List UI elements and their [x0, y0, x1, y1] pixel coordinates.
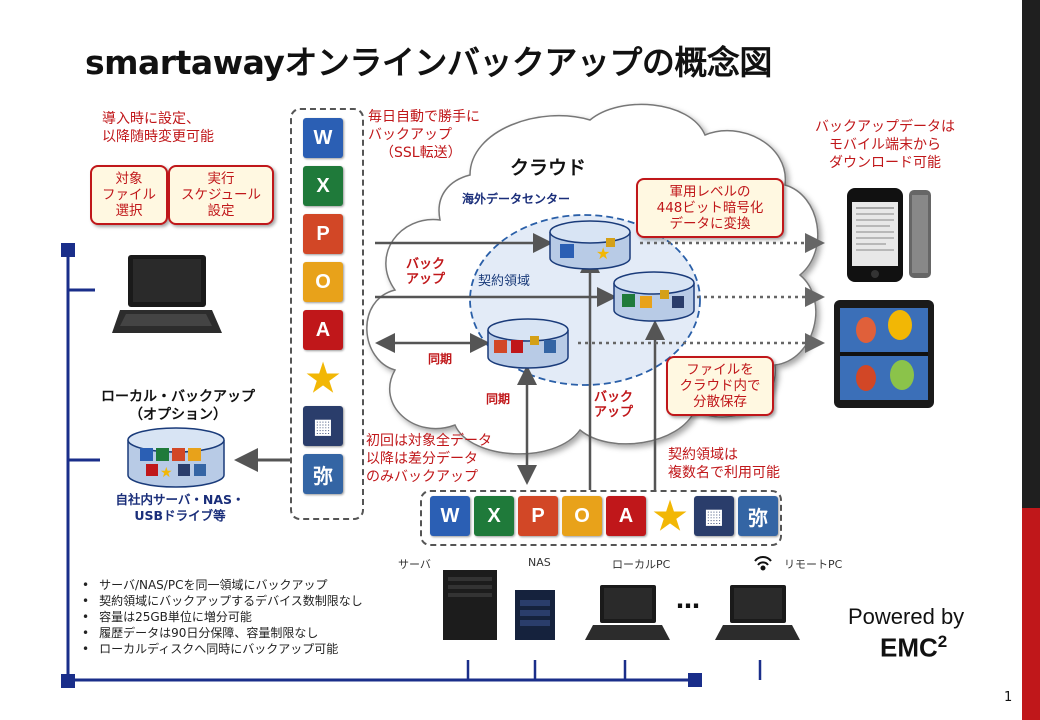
local-pc-illustration — [585, 585, 670, 640]
local-pc-label: ローカルPC — [612, 558, 671, 571]
svg-text:★: ★ — [160, 465, 173, 481]
accounting-software-icon: 弥 — [303, 454, 343, 494]
storage-cylinder-3 — [487, 318, 569, 369]
remote-pc-label: リモートPC — [784, 558, 843, 571]
callout-distributed: ファイルをクラウド内で分散保存 — [666, 356, 774, 416]
powerpoint-icon: P — [303, 214, 343, 254]
accounting-software-icon: 弥 — [738, 496, 778, 536]
star-icon: ★ — [305, 357, 341, 400]
backup-label-left: バックアップ — [406, 257, 446, 287]
app-row-box — [420, 490, 782, 546]
laptop-illustration — [112, 255, 222, 333]
callout-target-files: 対象ファイル選択 — [90, 165, 168, 225]
remote-pc-illustration — [715, 585, 800, 640]
list-item: 履歴データは90日分保障、容量制限なし — [82, 625, 363, 641]
local-backup-cylinder: ★ — [127, 427, 225, 488]
sync-label-bottom: 同期 — [486, 392, 511, 406]
outlook-icon: O — [562, 496, 602, 536]
storage-cylinder-1: ★ — [549, 220, 631, 270]
more-devices-ellipsis: … — [676, 586, 700, 614]
excel-icon: X — [474, 496, 514, 536]
pdf-icon: A — [606, 496, 646, 536]
video-icon: ▦ — [303, 406, 343, 446]
outlook-icon: O — [303, 262, 343, 302]
page-title: smartawayオンラインバックアップの概念図 — [85, 43, 772, 82]
auto-backup-note: 毎日自動で勝手にバックアップ（SSL転送） — [368, 109, 480, 161]
right-edge-bar — [1022, 0, 1040, 720]
local-backup-title: ローカル・バックアップ（オプション） — [101, 389, 255, 423]
list-item: 容量は25GB単位に増分可能 — [82, 609, 363, 625]
setup-note: 導入時に設定、以降随時変更可能 — [102, 111, 214, 145]
storage-cylinder-2 — [613, 271, 695, 322]
list-item: ローカルディスクへ同時にバックアップ可能 — [82, 641, 363, 657]
pdf-icon: A — [303, 310, 343, 350]
app-list-box — [290, 108, 364, 520]
brand-logo: EMC2 — [880, 632, 948, 663]
multi-user-note: 契約領域は複数名で利用可能 — [668, 447, 780, 481]
svg-text:★: ★ — [596, 244, 610, 263]
excel-icon: X — [303, 166, 343, 206]
datacenter-label: 海外データセンター — [462, 192, 571, 206]
tablet-illustration — [834, 300, 934, 408]
sync-label-left: 同期 — [428, 352, 453, 366]
star-icon: ★ — [652, 495, 688, 538]
callout-schedule: 実行スケジュール設定 — [168, 165, 274, 225]
word-icon: W — [430, 496, 470, 536]
mobile-download-note: バックアップデータはモバイル端末からダウンロード可能 — [815, 119, 955, 171]
contract-area-label: 契約領域 — [478, 274, 531, 289]
powerpoint-icon: P — [518, 496, 558, 536]
server-illustration — [443, 570, 497, 640]
backup-label-bottom: バックアップ — [594, 390, 634, 420]
page-number: 1 — [1004, 690, 1013, 705]
video-icon: ▦ — [694, 496, 734, 536]
initial-backup-note: 初回は対象全データ以降は差分データのみバックアップ — [366, 433, 492, 485]
cloud-label: クラウド — [510, 157, 587, 179]
powered-by-label: Powered by — [848, 604, 965, 629]
list-item: 契約領域にバックアップするデバイス数制限なし — [82, 593, 363, 609]
feature-bullet-list: サーバ/NAS/PCを同一領域にバックアップ 契約領域にバックアップするデバイス… — [82, 577, 363, 657]
nas-illustration — [515, 590, 555, 640]
nas-label: NAS — [528, 556, 551, 569]
word-icon: W — [303, 118, 343, 158]
smartphone-illustration — [847, 188, 931, 282]
wifi-icon — [754, 556, 772, 571]
local-backup-description: 自社内サーバ・NAS・USBドライブ等 — [115, 492, 245, 523]
list-item: サーバ/NAS/PCを同一領域にバックアップ — [82, 577, 363, 593]
server-label: サーバ — [398, 558, 431, 571]
